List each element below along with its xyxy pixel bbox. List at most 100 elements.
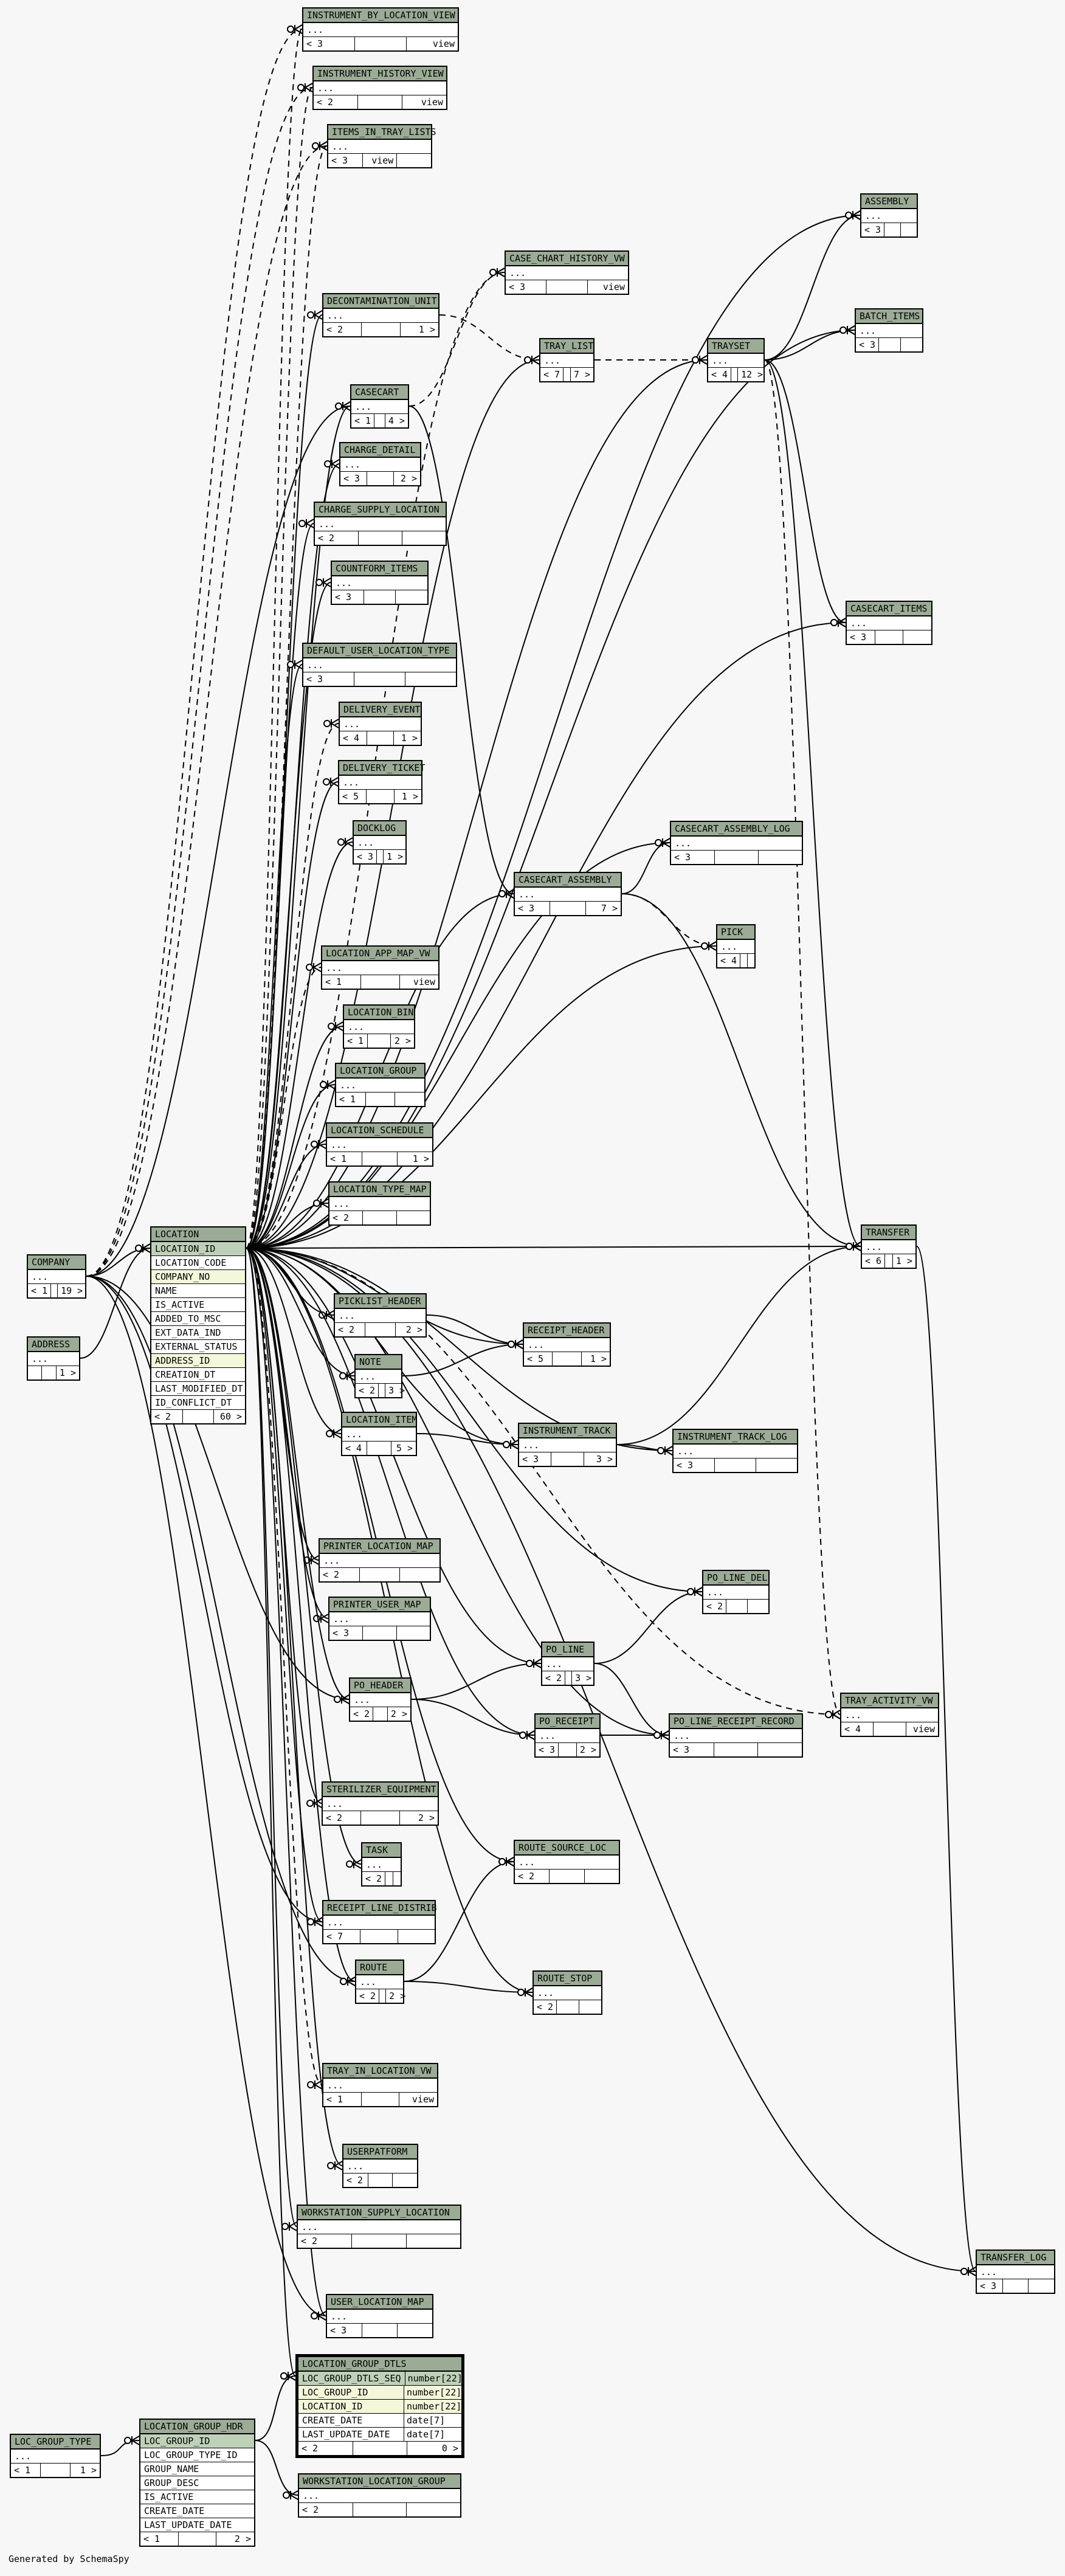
parents-count: < 5 xyxy=(339,790,367,803)
table-transfer-log[interactable]: TRANSFER_LOG...< 3 xyxy=(976,2250,1055,2294)
crows-foot-marker xyxy=(664,1446,673,1455)
table-printer-user-map[interactable]: PRINTER_USER_MAP...< 3 xyxy=(328,1597,431,1641)
table-pick[interactable]: PICK...< 4 xyxy=(716,924,756,969)
footer-middle xyxy=(353,2442,408,2455)
footer-middle xyxy=(715,1459,756,1472)
relationship-edge xyxy=(246,842,670,1249)
column-list: ... xyxy=(708,354,763,368)
optional-marker xyxy=(327,2162,334,2169)
table-default-user-location-type[interactable]: DEFAULT_USER_LOCATION_TYPE...< 3 xyxy=(302,643,457,687)
crows-foot-marker xyxy=(333,1429,342,1438)
table-header: LOC_GROUP_TYPE xyxy=(11,2435,100,2450)
children-count xyxy=(395,1093,424,1106)
table-header: INSTRUMENT_TRACK_LOG xyxy=(674,1430,797,1445)
table-footer: < 7 xyxy=(323,1930,435,1943)
table-instrument-track-log[interactable]: INSTRUMENT_TRACK_LOG...< 3 xyxy=(672,1429,798,1473)
parents-count: < 3 xyxy=(506,280,547,294)
relationship-edge xyxy=(404,1981,533,1993)
column-ellipsis: ... xyxy=(28,1352,79,1366)
table-address[interactable]: ADDRESS...1 > xyxy=(27,1336,80,1381)
table-receipt-line-distrib[interactable]: RECEIPT_LINE_DISTRIB...< 7 xyxy=(322,1900,437,1944)
table-task[interactable]: TASK...< 2 xyxy=(361,1842,402,1887)
crows-foot-marker xyxy=(708,941,717,951)
column-list: ... xyxy=(542,1657,593,1671)
column-list: ... xyxy=(336,1079,424,1093)
table-location-group[interactable]: LOCATION_GROUP...< 1 xyxy=(335,1063,426,1107)
table-batch-items[interactable]: BATCH_ITEMS...< 3 xyxy=(855,308,923,353)
table-location-type-map[interactable]: LOCATION_TYPE_MAP...< 2 xyxy=(328,1181,431,1226)
table-header: DEFAULT_USER_LOCATION_TYPE xyxy=(303,644,456,658)
column-ellipsis: ... xyxy=(351,400,408,414)
crows-foot-marker xyxy=(331,459,340,469)
table-po-line-receipt-record[interactable]: PO_LINE_RECEIPT_RECORD...< 3 xyxy=(669,1713,803,1758)
optional-marker xyxy=(298,520,306,527)
table-printer-location-map[interactable]: PRINTER_LOCATION_MAP...< 2 xyxy=(319,1538,441,1583)
table-casecart-assembly-log[interactable]: CASECART_ASSEMBLY_LOG...< 3 xyxy=(670,821,803,865)
table-countform-items[interactable]: COUNTFORM_ITEMS...< 3 xyxy=(331,561,429,605)
table-assembly[interactable]: ASSEMBLY...< 3 xyxy=(860,193,918,238)
table-charge-supply-location[interactable]: CHARGE_SUPPLY_LOCATION...< 2 xyxy=(314,502,447,546)
table-workstation-location-group[interactable]: WORKSTATION_LOCATION_GROUP...< 2 xyxy=(298,2473,461,2518)
table-header: CASECART_ASSEMBLY_LOG xyxy=(671,822,802,837)
table-route-source-loc[interactable]: ROUTE_SOURCE_LOC...< 2 xyxy=(514,1840,620,1884)
footer-middle xyxy=(377,850,384,863)
column-ellipsis: ... xyxy=(524,1338,610,1352)
table-user-location-map[interactable]: USER_LOCATION_MAP...< 3 xyxy=(326,2294,433,2338)
column-ellipsis: ... xyxy=(356,1370,401,1384)
children-count xyxy=(758,1743,802,1756)
column-type: date[7] xyxy=(407,2429,446,2440)
table-route-stop[interactable]: ROUTE_STOP...< 2 xyxy=(532,1970,602,2015)
table-workstation-supply-location[interactable]: WORKSTATION_SUPPLY_LOCATION...< 2 xyxy=(297,2205,461,2249)
crows-foot-marker xyxy=(661,838,670,848)
column-ellipsis: ... xyxy=(328,140,431,154)
table-po-line-del[interactable]: PO_LINE_DEL...< 2 xyxy=(702,1570,770,1614)
table-header: TRAY_ACTIVITY_VW xyxy=(841,1694,938,1708)
footer-middle xyxy=(366,1093,396,1106)
children-count xyxy=(397,1626,430,1640)
table-header: DELIVERY_EVENT xyxy=(340,703,421,717)
footer-middle xyxy=(715,851,759,864)
table-userpatform[interactable]: USERPATFORM...< 2 xyxy=(342,2144,418,2188)
column-ellipsis: ... xyxy=(314,81,446,95)
column-ellipsis: ... xyxy=(861,209,917,223)
parents-count: < 2 xyxy=(314,95,358,109)
table-casecart-items[interactable]: CASECART_ITEMS...< 3 xyxy=(846,601,932,645)
column-row: ADDRESS_ID xyxy=(151,1354,245,1368)
